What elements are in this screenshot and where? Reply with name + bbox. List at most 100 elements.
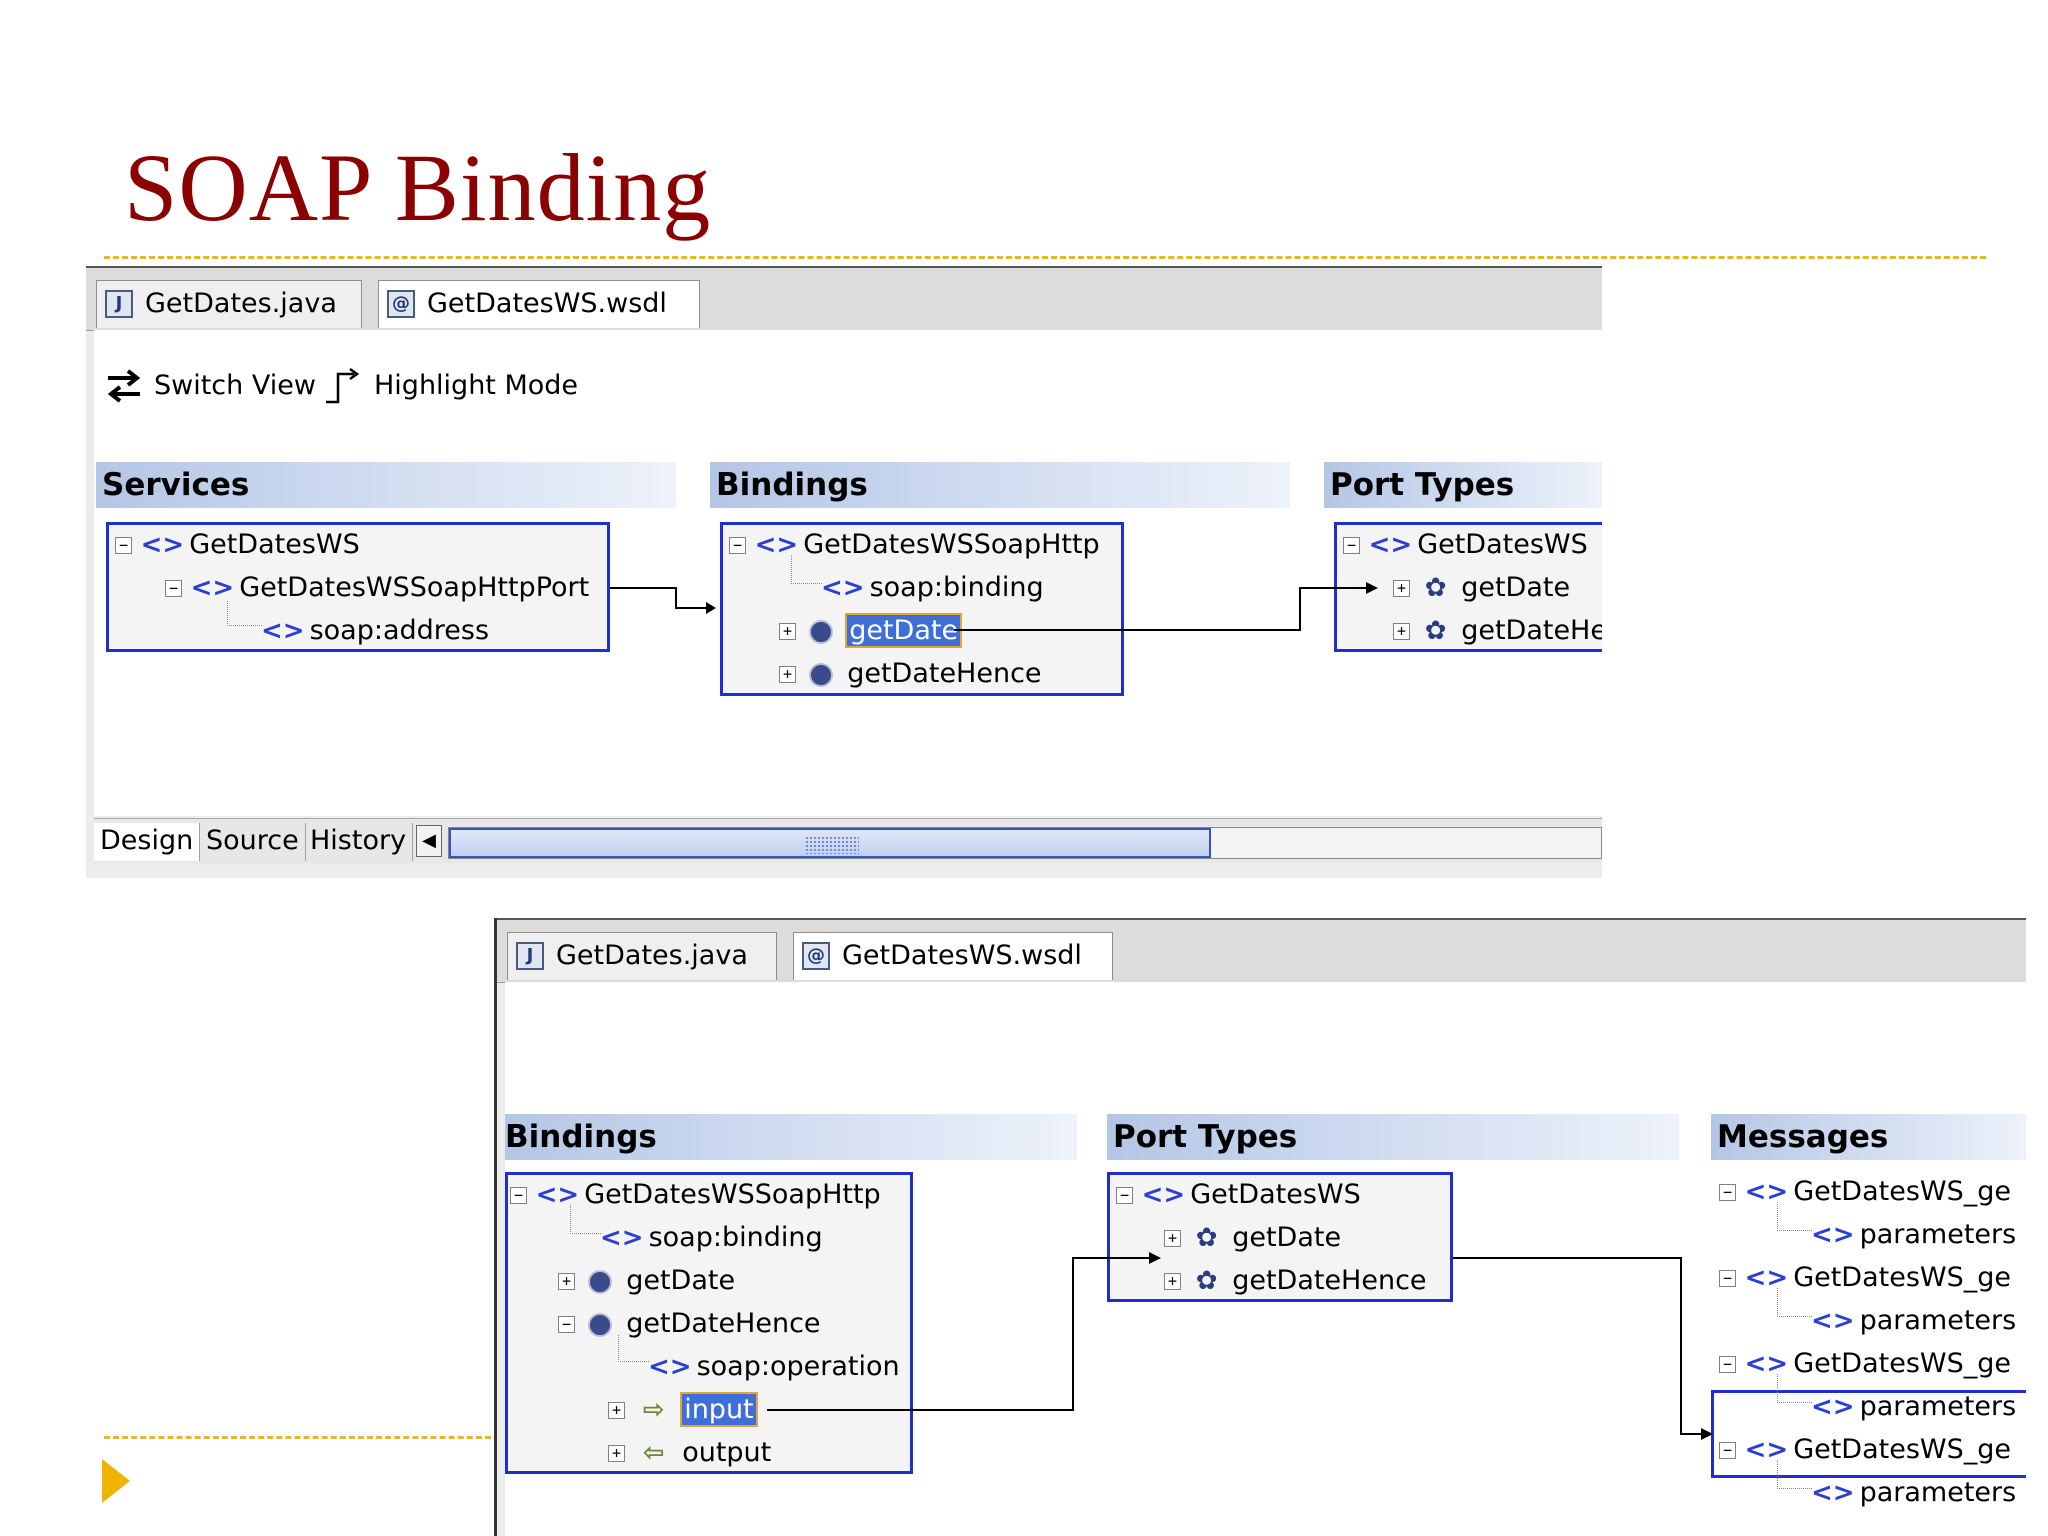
tab-history[interactable]: History (304, 823, 414, 861)
view-tabs-bar: Design Source History ◀ (94, 818, 1602, 863)
tree-node-porttype-getdatehence[interactable]: + ✿ getDateHence (1164, 1261, 1427, 1299)
operation-icon (584, 1267, 618, 1297)
tree-node-message-1[interactable]: − <> GetDatesWS_ge (1719, 1172, 2011, 1212)
element-tag-icon: <> (1744, 1177, 1789, 1207)
tree-node-message-3[interactable]: − <> GetDatesWS_ge (1719, 1344, 2011, 1384)
tree-node-soap-operation[interactable]: <> soap:operation (648, 1347, 900, 1387)
tree-node-getdate-operation[interactable]: + getDate (779, 611, 963, 651)
element-tag-icon: <> (1811, 1220, 1855, 1250)
tree-node-parameters-4[interactable]: <> parameters (1811, 1473, 2016, 1513)
tree-node-output[interactable]: + ⇦ output (608, 1433, 771, 1471)
operation-icon (584, 1310, 618, 1340)
design-canvas: Bindings Port Types Messages − <> GetDat… (505, 982, 2026, 1536)
tree-node-soaphttp-binding[interactable]: − <> GetDatesWSSoapHttp (729, 525, 1100, 565)
wsdl-editor-window-1: J GetDates.java @ GetDatesWS.wsdl Switch… (86, 266, 1602, 878)
expand-toggle[interactable]: + (608, 1402, 625, 1419)
element-tag-icon: <> (261, 616, 305, 646)
collapse-toggle[interactable]: − (729, 537, 746, 554)
element-tag-icon: <> (1141, 1180, 1186, 1210)
bindings-panel: − <> GetDatesWSSoapHttp <> soap:binding … (505, 1172, 913, 1474)
tree-node-parameters-2[interactable]: <> parameters (1811, 1301, 2016, 1341)
scroll-left-button[interactable]: ◀ (416, 825, 442, 857)
tree-node-porttype-getdatesws[interactable]: − <> GetDatesWS (1116, 1175, 1361, 1215)
port-types-panel: − <> GetDatesWS + ✿ getDate + ✿ getDateH… (1107, 1172, 1453, 1302)
horizontal-scrollbar[interactable] (448, 827, 1602, 859)
bullet-arrow-icon (102, 1459, 130, 1503)
tree-connector (791, 555, 822, 584)
collapse-toggle[interactable]: − (1719, 1356, 1736, 1373)
wsdl-file-icon: @ (802, 942, 830, 970)
expand-toggle[interactable]: + (1164, 1230, 1181, 1247)
tree-node-port[interactable]: − <> GetDatesWSSoapHttpPort (165, 568, 589, 608)
collapse-toggle[interactable]: − (1116, 1187, 1133, 1204)
tree-node-input[interactable]: + ⇨ input (608, 1390, 758, 1430)
tab-getdatesws-wsdl[interactable]: @ GetDatesWS.wsdl (793, 932, 1113, 980)
expand-toggle[interactable]: + (779, 623, 796, 640)
wsdl-editor-window-2: J GetDates.java @ GetDatesWS.wsdl Bindin… (494, 918, 2026, 1536)
element-tag-icon: <> (190, 573, 235, 603)
tree-node-getdatehence-operation[interactable]: − getDateHence (558, 1304, 821, 1344)
collapse-toggle[interactable]: − (558, 1316, 575, 1333)
java-file-icon: J (516, 942, 544, 970)
gear-icon: ✿ (1424, 616, 1447, 646)
bottom-divider (104, 1436, 500, 1439)
tree-node-message-4[interactable]: − <> GetDatesWS_ge (1719, 1430, 2011, 1470)
collapse-toggle[interactable]: − (1719, 1270, 1736, 1287)
expand-toggle[interactable]: + (1393, 580, 1410, 597)
section-header-bindings: Bindings (710, 462, 1290, 508)
expand-toggle[interactable]: + (779, 666, 796, 683)
tree-node-soap-binding[interactable]: <> soap:binding (600, 1218, 823, 1258)
highlight-mode-icon (326, 367, 360, 404)
collapse-toggle[interactable]: − (510, 1187, 527, 1204)
tab-source[interactable]: Source (200, 823, 306, 861)
element-tag-icon: <> (1811, 1478, 1855, 1508)
messages-tree: − <> GetDatesWS_ge <> parameters − <> Ge… (1715, 1172, 2026, 1532)
element-tag-icon: <> (1744, 1263, 1789, 1293)
output-message-icon: ⇦ (642, 1438, 665, 1468)
expand-toggle[interactable]: + (1393, 623, 1410, 640)
tree-node-porttype-getdate[interactable]: + ✿ getDate (1393, 568, 1570, 608)
tree-node-getdatehence-operation[interactable]: + getDateHence (779, 654, 1042, 693)
collapse-toggle[interactable]: − (1719, 1184, 1736, 1201)
tree-node-getdate-operation[interactable]: + getDate (558, 1261, 735, 1301)
title-divider (104, 256, 1986, 259)
element-tag-icon: <> (600, 1223, 644, 1253)
tree-node-getdatesws[interactable]: − <> GetDatesWS (115, 525, 360, 565)
gear-icon: ✿ (1424, 573, 1447, 603)
operation-icon (805, 660, 839, 690)
tree-node-porttype-getdatesws[interactable]: − <> GetDatesWS (1343, 525, 1588, 565)
element-tag-icon: <> (1368, 530, 1413, 560)
switch-view-icon (107, 369, 141, 403)
element-tag-icon: <> (1811, 1392, 1855, 1422)
element-tag-icon: <> (1811, 1306, 1855, 1336)
tree-node-parameters-3[interactable]: <> parameters (1811, 1387, 2016, 1427)
tree-node-message-2[interactable]: − <> GetDatesWS_ge (1719, 1258, 2011, 1298)
expand-toggle[interactable]: + (558, 1273, 575, 1290)
element-tag-icon: <> (754, 530, 799, 560)
tab-getdates-java[interactable]: J GetDates.java (96, 280, 362, 328)
tab-getdates-java[interactable]: J GetDates.java (507, 932, 777, 980)
collapse-toggle[interactable]: − (1343, 537, 1360, 554)
section-header-port-types: Port Types (1324, 462, 1602, 508)
section-header-services: Services (96, 462, 676, 508)
tree-node-soaphttp-binding[interactable]: − <> GetDatesWSSoapHttp (510, 1175, 881, 1215)
scrollbar-thumb[interactable] (449, 828, 1211, 858)
collapse-toggle[interactable]: − (1719, 1442, 1736, 1459)
element-tag-icon: <> (140, 530, 185, 560)
tree-node-porttype-getdate[interactable]: + ✿ getDate (1164, 1218, 1341, 1258)
java-file-icon: J (105, 290, 133, 318)
tab-getdatesws-wsdl[interactable]: @ GetDatesWS.wsdl (378, 280, 700, 328)
tree-connector (1777, 1202, 1812, 1231)
tree-node-porttype-getdatehence[interactable]: + ✿ getDateHen (1393, 611, 1602, 649)
tree-node-soap-address[interactable]: <> soap:address (261, 611, 489, 649)
tree-node-parameters-1[interactable]: <> parameters (1811, 1215, 2016, 1255)
section-header-bindings: Bindings (505, 1114, 1077, 1160)
bindings-panel: − <> GetDatesWSSoapHttp <> soap:binding … (720, 522, 1124, 696)
collapse-toggle[interactable]: − (165, 580, 182, 597)
expand-toggle[interactable]: + (1164, 1273, 1181, 1290)
collapse-toggle[interactable]: − (115, 537, 132, 554)
expand-toggle[interactable]: + (608, 1445, 625, 1462)
tab-design[interactable]: Design (94, 823, 201, 861)
tree-node-soap-binding[interactable]: <> soap:binding (821, 568, 1044, 608)
tree-connector (1777, 1374, 1812, 1403)
